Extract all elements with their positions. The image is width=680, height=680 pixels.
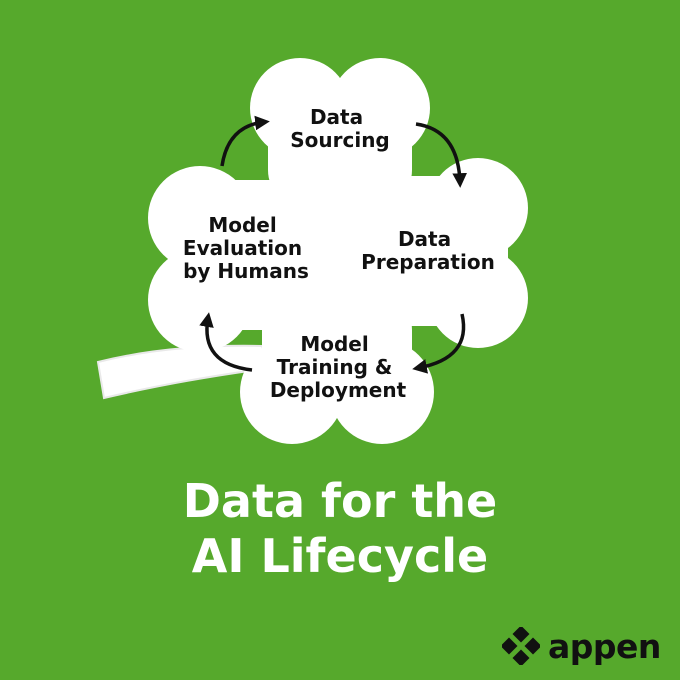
arrow-sourcing-to-preparation xyxy=(415,122,468,188)
headline-line-2: AI Lifecycle xyxy=(191,529,489,583)
arrow-preparation-to-training xyxy=(412,313,466,374)
arrow-training-to-evaluation xyxy=(199,312,253,372)
clover-leaves xyxy=(148,58,528,444)
stage-label-data-preparation: Data Preparation xyxy=(361,227,495,274)
brand-name: appen xyxy=(548,626,661,666)
stage-label-data-sourcing: Data Sourcing xyxy=(290,105,390,152)
diamond-cluster-icon xyxy=(502,627,540,665)
headline: Data for the AI Lifecycle xyxy=(0,474,680,584)
stage-label-model-evaluation: Model Evaluation by Humans xyxy=(183,213,309,283)
headline-line-1: Data for the xyxy=(182,474,498,528)
stage-label-model-training: Model Training & Deployment xyxy=(270,332,407,402)
arrow-evaluation-to-sourcing xyxy=(220,115,270,167)
brand-logo: appen xyxy=(502,624,661,668)
